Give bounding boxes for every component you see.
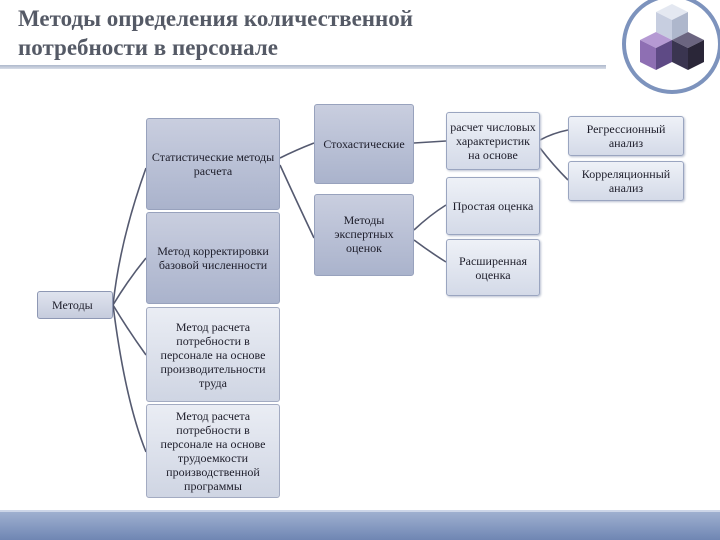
footer-band [0,512,720,540]
expert-methods-node: Методы экспертных оценок [314,194,414,276]
numeric-calc-node: расчет числовых характеристик на основе [446,112,540,170]
extended-estimate-node: Расширенная оценка [446,239,540,296]
root-methods-node: Методы [37,291,113,319]
slide-title: Методы определения количественной потреб… [18,6,414,60]
title-underline [0,65,606,69]
correction-method-node: Метод корректировки базовой численности [146,212,280,304]
simple-estimate-node: Простая оценка [446,177,540,235]
stochastic-node: Стохастические [314,104,414,184]
productivity-method-node: Метод расчета потребности в персонале на… [146,307,280,402]
footer-accent-line [0,510,720,513]
statistical-methods-node: Статистические методы расчета [146,118,280,210]
regression-analysis-node: Регрессионный анализ [568,116,684,156]
correlation-analysis-node: Корреляционный анализ [568,161,684,201]
laboriousness-method-node: Метод расчета потребности в персонале на… [146,404,280,498]
title-band [0,0,720,66]
cube-logo-icon [622,0,720,94]
